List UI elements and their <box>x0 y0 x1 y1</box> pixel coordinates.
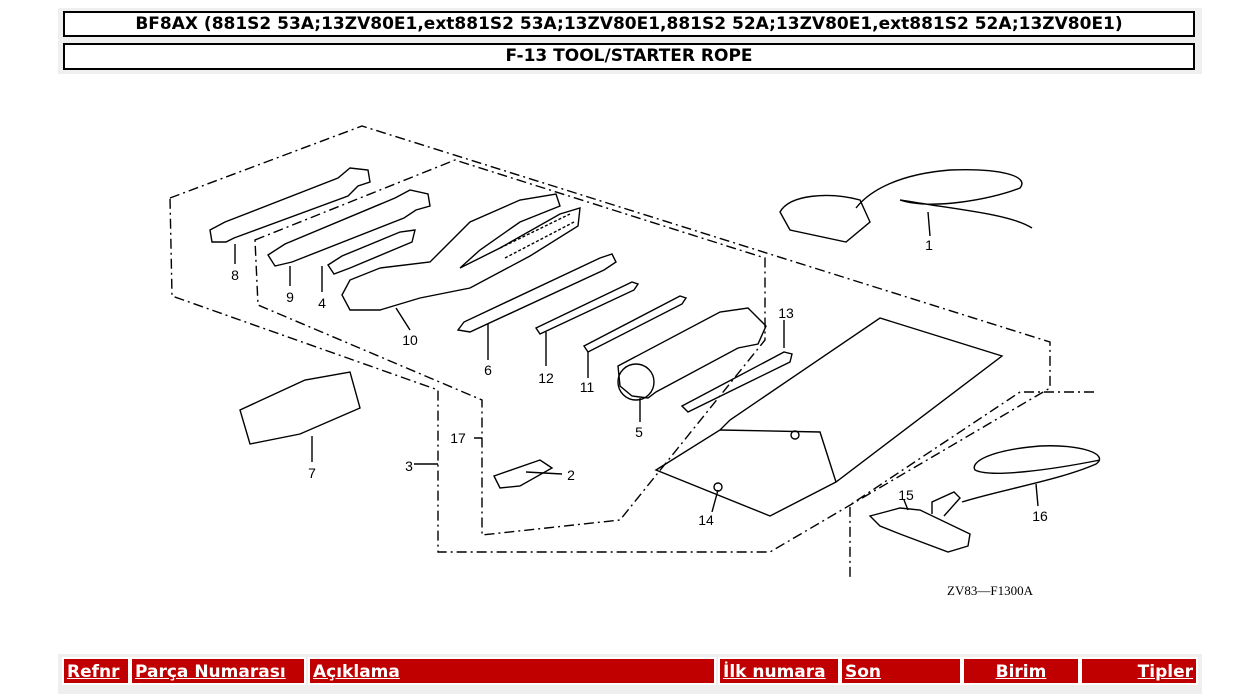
wrench-9 <box>267 189 431 267</box>
wrench-8 <box>209 167 371 243</box>
diagram-code: ZV83—F1300A <box>947 583 1034 598</box>
callout-4: 4 <box>318 295 326 311</box>
callout-1: 1 <box>925 237 933 253</box>
screwdriver-12 <box>534 281 640 335</box>
parts-diagram: 1 2 3 4 5 6 7 8 9 10 11 12 13 14 15 16 1… <box>169 125 1101 598</box>
starter-rope-16 <box>961 445 1101 503</box>
col-types-header[interactable]: Tipler <box>1080 657 1198 685</box>
col-ref-header[interactable]: Refnr <box>62 657 130 685</box>
bar-11 <box>582 295 688 353</box>
col-last-header[interactable]: Son <box>840 657 962 685</box>
kit-outline-17 <box>254 159 766 536</box>
col-description-header[interactable]: Açıklama <box>308 657 716 685</box>
callout-6: 6 <box>484 362 492 378</box>
callout-7: 7 <box>308 465 316 481</box>
socket-wrench-5 <box>617 307 767 399</box>
callout-14: 14 <box>698 512 714 528</box>
bracket-line <box>849 391 1094 578</box>
callout-13: 13 <box>778 305 794 321</box>
tool-bag-14 <box>654 317 1004 517</box>
section-title: F-13 TOOL/STARTER ROPE <box>63 43 1195 70</box>
clip-2 <box>493 459 554 489</box>
col-part-number-header[interactable]: Parça Numarası <box>130 657 306 685</box>
bar-13 <box>680 351 793 413</box>
model-title: BF8AX (881S2 53A;13ZV80E1,ext881S2 53A;1… <box>63 11 1195 37</box>
callout-10: 10 <box>402 332 418 348</box>
starter-handle-15 <box>868 507 971 553</box>
wrench-4 <box>327 229 416 275</box>
callout-8: 8 <box>231 267 239 283</box>
plug-box-7 <box>239 371 361 445</box>
callout-5: 5 <box>635 424 643 440</box>
callout-9: 9 <box>286 289 294 305</box>
callout-3: 3 <box>405 458 413 474</box>
screwdriver-6 <box>456 253 617 333</box>
callout-11: 11 <box>580 379 595 395</box>
callout-16: 16 <box>1032 508 1048 524</box>
pliers-10 <box>341 193 581 311</box>
callout-17: 17 <box>450 430 466 446</box>
col-unit-header[interactable]: Birim <box>962 657 1080 685</box>
starter-rope-1 <box>779 168 1033 243</box>
callout-15: 15 <box>898 487 914 503</box>
col-first-number-header[interactable]: İlk numara <box>718 657 840 685</box>
kit-outline-3 <box>169 125 1051 553</box>
callout-12: 12 <box>538 370 554 386</box>
callout-2: 2 <box>567 467 575 483</box>
